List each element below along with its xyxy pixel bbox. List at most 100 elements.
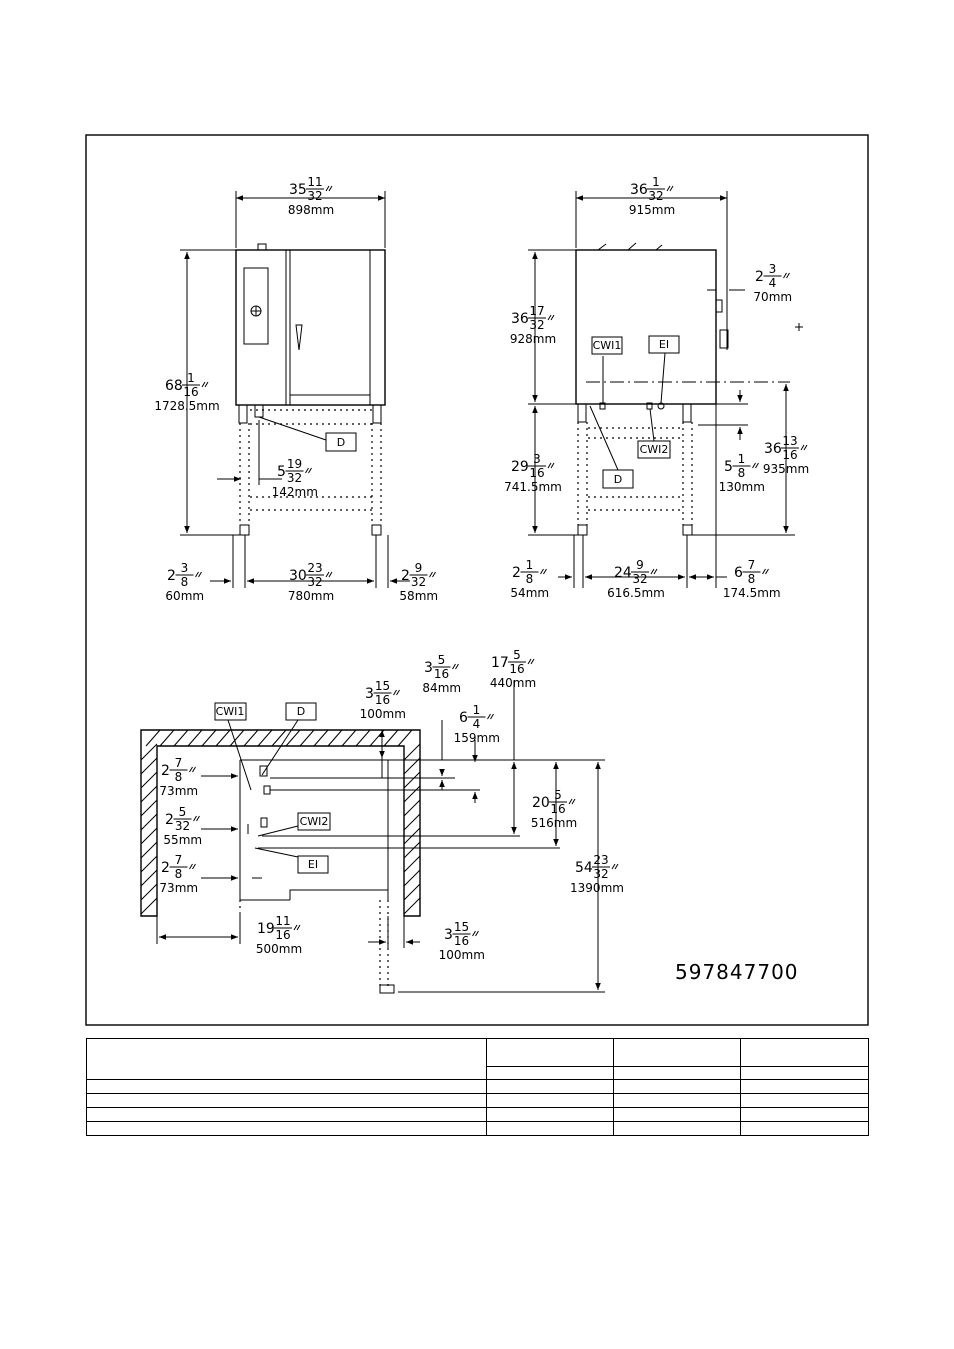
plan-cwi1-tag: CWI1 — [214, 702, 247, 721]
hatch-line — [257, 729, 273, 747]
hatch-line — [403, 785, 421, 803]
hatch-line — [397, 729, 413, 747]
table-row — [86, 1121, 869, 1136]
model-number: 597847700 — [675, 960, 799, 984]
hatch-line — [140, 869, 158, 887]
side-ei-tag: EI — [648, 335, 680, 354]
hatch-line — [140, 841, 158, 859]
hatch-line — [187, 729, 203, 747]
front-view-width-numerator: 11 — [307, 175, 322, 189]
side-view-stand-height-mm: 741.5mm — [504, 480, 562, 494]
plan-view-l2-denominator: 32 — [175, 819, 190, 833]
side-view-overhang-inch-mark — [783, 272, 790, 279]
front-d-tag: D — [325, 432, 357, 452]
plan-view-d1-inch-mark — [452, 663, 459, 670]
plan-view-l1-numerator: 7 — [175, 756, 183, 770]
plan-view-side-clear-numerator: 15 — [454, 920, 469, 934]
side-view-depth-denominator: 32 — [648, 189, 663, 203]
side-view-oven-height-whole: 36 — [511, 311, 529, 327]
hatch-line — [140, 855, 158, 873]
hatch-line — [403, 897, 421, 915]
hatch-line — [403, 771, 421, 789]
hatch-line — [403, 855, 421, 873]
plan-view-d3-denominator: 4 — [473, 717, 481, 731]
side-view-front-leg-mm: 54mm — [510, 586, 549, 600]
side-view-leg-span-inch-mark — [650, 568, 658, 575]
front-view-right-leg-whole: 2 — [401, 568, 410, 584]
table-cell — [613, 1038, 741, 1067]
hatch-line — [159, 729, 175, 747]
table-cell — [740, 1079, 869, 1094]
front-view-width-inch-mark — [325, 185, 333, 192]
table-cell — [740, 1093, 869, 1108]
plan-view-side-clear-inch-mark — [472, 930, 479, 937]
table-cell — [613, 1107, 741, 1122]
front-view-right-leg-numerator: 9 — [415, 561, 423, 575]
side-view-oven-height-mm: 928mm — [510, 332, 556, 346]
plan-view-d2-inch-mark — [527, 658, 535, 665]
side-view-rear-leg-whole: 6 — [734, 565, 743, 581]
side-view-depth-mm: 915mm — [629, 203, 675, 217]
table-cell — [613, 1121, 741, 1136]
front-view-leg-span-denominator: 32 — [307, 575, 322, 589]
plan-view-l1-denominator: 8 — [175, 770, 183, 784]
side-d-tag: D — [602, 469, 634, 489]
front-view-right-leg-mm: 58mm — [399, 589, 438, 603]
front-view-drain-offset-mm: 142mm — [272, 485, 318, 499]
hatch-line — [327, 729, 343, 747]
plan-view-d2-whole: 17 — [491, 655, 509, 671]
hatch-line — [140, 883, 158, 901]
side-view-overhang-whole: 2 — [755, 269, 764, 285]
side-cwi1-tag: CWI1 — [591, 336, 623, 355]
side-view-oven-height-numerator: 17 — [529, 304, 544, 318]
plan-view-l2-whole: 2 — [165, 812, 174, 828]
hatch-line — [140, 897, 158, 915]
hatch-line — [215, 729, 231, 747]
hatch-line — [299, 729, 315, 747]
front-view-leg-span-inch-mark — [325, 571, 333, 578]
plan-view-d1-denominator: 16 — [434, 667, 449, 681]
table-cell — [86, 1038, 487, 1080]
front-view-left-leg-numerator: 3 — [181, 561, 189, 575]
table-cell — [486, 1107, 614, 1122]
plan-view-top-clear-inch-mark — [393, 689, 400, 696]
side-view-rear-leg-denominator: 8 — [748, 572, 756, 586]
plan-view-l1-whole: 2 — [161, 763, 170, 779]
plan-view-l3-mm: 73mm — [159, 881, 198, 895]
hatch-line — [140, 813, 158, 831]
plan-view-d5-denominator: 32 — [593, 867, 608, 881]
hatch-line — [313, 729, 329, 747]
plan-view-l3-numerator: 7 — [175, 853, 183, 867]
side-view-leg-span-denominator: 32 — [632, 572, 647, 586]
plan-view-d3-inch-mark — [487, 713, 494, 720]
side-view-leg-span-whole: 24 — [614, 565, 632, 581]
side-d-label: D — [614, 473, 622, 486]
plan-view-d2-denominator: 16 — [509, 662, 524, 676]
side-view-connection-offset-mm: 130mm — [719, 480, 765, 494]
plan-view-wall-dist-numerator: 11 — [275, 914, 290, 928]
side-view — [528, 191, 803, 588]
hatch-line — [403, 841, 421, 859]
plan-view-l3-whole: 2 — [161, 860, 170, 876]
table-cell — [613, 1093, 741, 1108]
plan-view-l2-inch-mark — [193, 815, 200, 822]
table-row — [86, 1093, 869, 1108]
side-view-oven-height-denominator: 32 — [529, 318, 544, 332]
front-view-width-denominator: 32 — [307, 189, 322, 203]
side-view-connection-height-denominator: 16 — [782, 448, 797, 462]
side-view-overhang-denominator: 4 — [769, 276, 777, 290]
front-view — [180, 191, 410, 588]
table-cell — [86, 1121, 487, 1136]
front-view-height-numerator: 1 — [187, 371, 195, 385]
side-cwi2-label: CWI2 — [640, 443, 669, 456]
plan-view-side-clear-denominator: 16 — [454, 934, 469, 948]
front-view-drain-offset-whole: 5 — [277, 464, 286, 480]
table-cell — [740, 1066, 869, 1080]
side-view-depth-whole: 36 — [630, 182, 648, 198]
side-view-leg-span-numerator: 9 — [636, 558, 644, 572]
side-view-front-leg-denominator: 8 — [526, 572, 534, 586]
table-cell — [486, 1093, 614, 1108]
side-view-leg-span-mm: 616.5mm — [607, 586, 665, 600]
plan-view-d4-denominator: 16 — [550, 802, 565, 816]
